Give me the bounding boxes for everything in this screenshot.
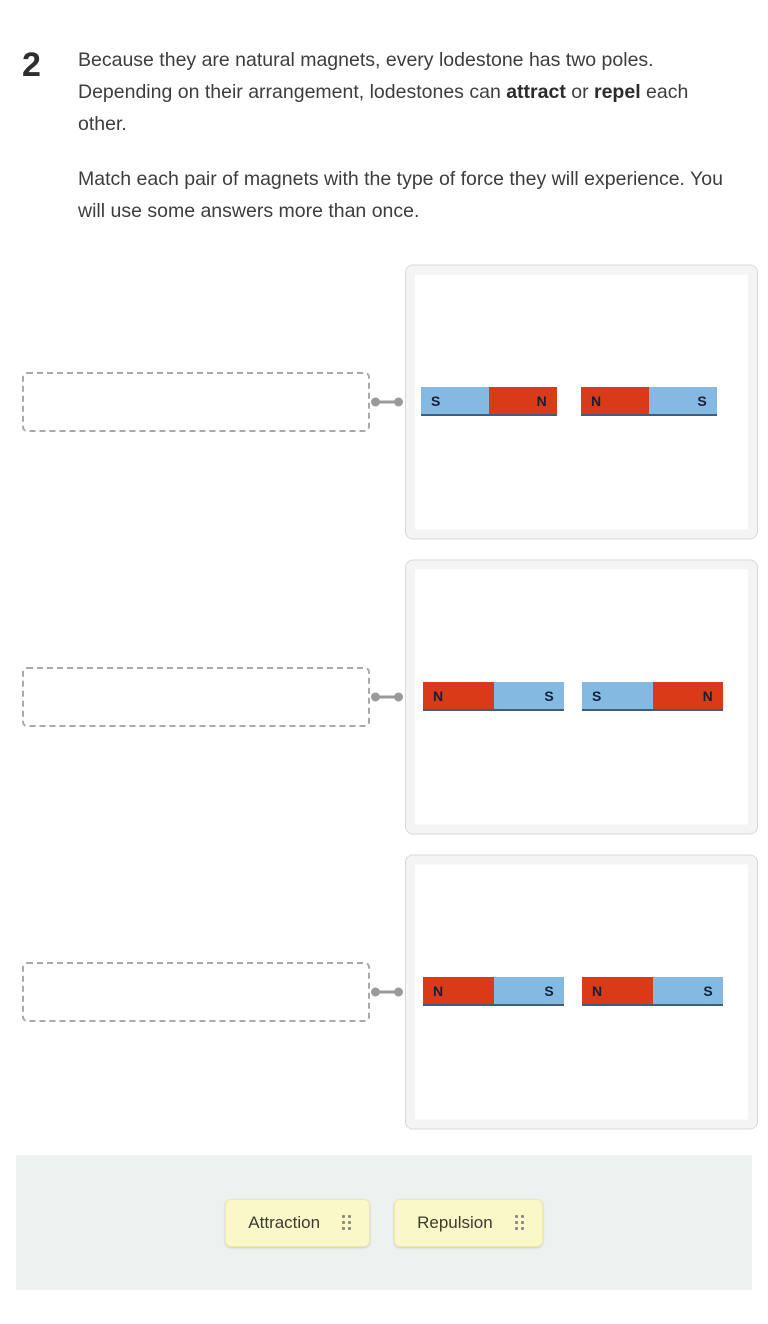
question-body: Because they are natural magnets, every … (78, 44, 738, 227)
body-text: Because they are natural magnets, every … (78, 49, 654, 103)
magnet-pole-left: N (581, 387, 649, 414)
drag-handle-icon[interactable] (342, 1215, 352, 1230)
magnet-pole-right: S (493, 682, 564, 709)
connector-icon (371, 692, 403, 701)
question-number: 2 (22, 46, 41, 84)
emphasis-text: attract (506, 81, 566, 103)
connector-dot-left (371, 397, 380, 406)
connector-bar (374, 695, 400, 699)
connector-dot-left (371, 987, 380, 996)
magnet-pole-right: N (652, 682, 723, 709)
question-instruction: Match each pair of magnets with the type… (78, 168, 723, 222)
answer-tile[interactable]: Attraction (225, 1198, 371, 1247)
emphasis-text: repel (594, 81, 641, 103)
magnet-pole-left: N (423, 682, 494, 709)
answer-tile-label: Repulsion (417, 1212, 493, 1232)
connector-dot-right (394, 397, 403, 406)
magnet-pole-right: S (649, 387, 717, 414)
answer-dropzone[interactable] (22, 961, 370, 1022)
question-paragraph: Because they are natural magnets, every … (78, 44, 738, 140)
magnet-pole-right: S (493, 977, 564, 1004)
body-text: or (565, 81, 594, 103)
connector-dot-left (371, 692, 380, 701)
answer-dropzone[interactable] (22, 371, 370, 432)
body-text: each other. (78, 81, 689, 135)
answer-bank-tray: Attraction Repulsion (16, 1155, 752, 1290)
connector-icon (371, 987, 403, 996)
connector-dot-right (394, 987, 403, 996)
answer-dropzone[interactable] (22, 666, 370, 727)
magnet-pole-left: S (582, 682, 653, 709)
magnet-pole-left: S (421, 387, 489, 414)
connector-dot-right (394, 692, 403, 701)
connector-bar (374, 990, 400, 994)
answer-tile-label: Attraction (248, 1212, 321, 1232)
magnet-pole-left: N (582, 977, 653, 1004)
magnet-pole-left: N (423, 977, 494, 1004)
question-block: 2 Because they are natural magnets, ever… (0, 0, 768, 227)
answer-tile[interactable]: Repulsion (394, 1198, 543, 1247)
drag-handle-icon[interactable] (514, 1215, 524, 1230)
connector-bar (374, 400, 400, 404)
magnet-pole-right: S (652, 977, 723, 1004)
connector-icon (371, 397, 403, 406)
magnet-pole-right: N (489, 387, 557, 414)
